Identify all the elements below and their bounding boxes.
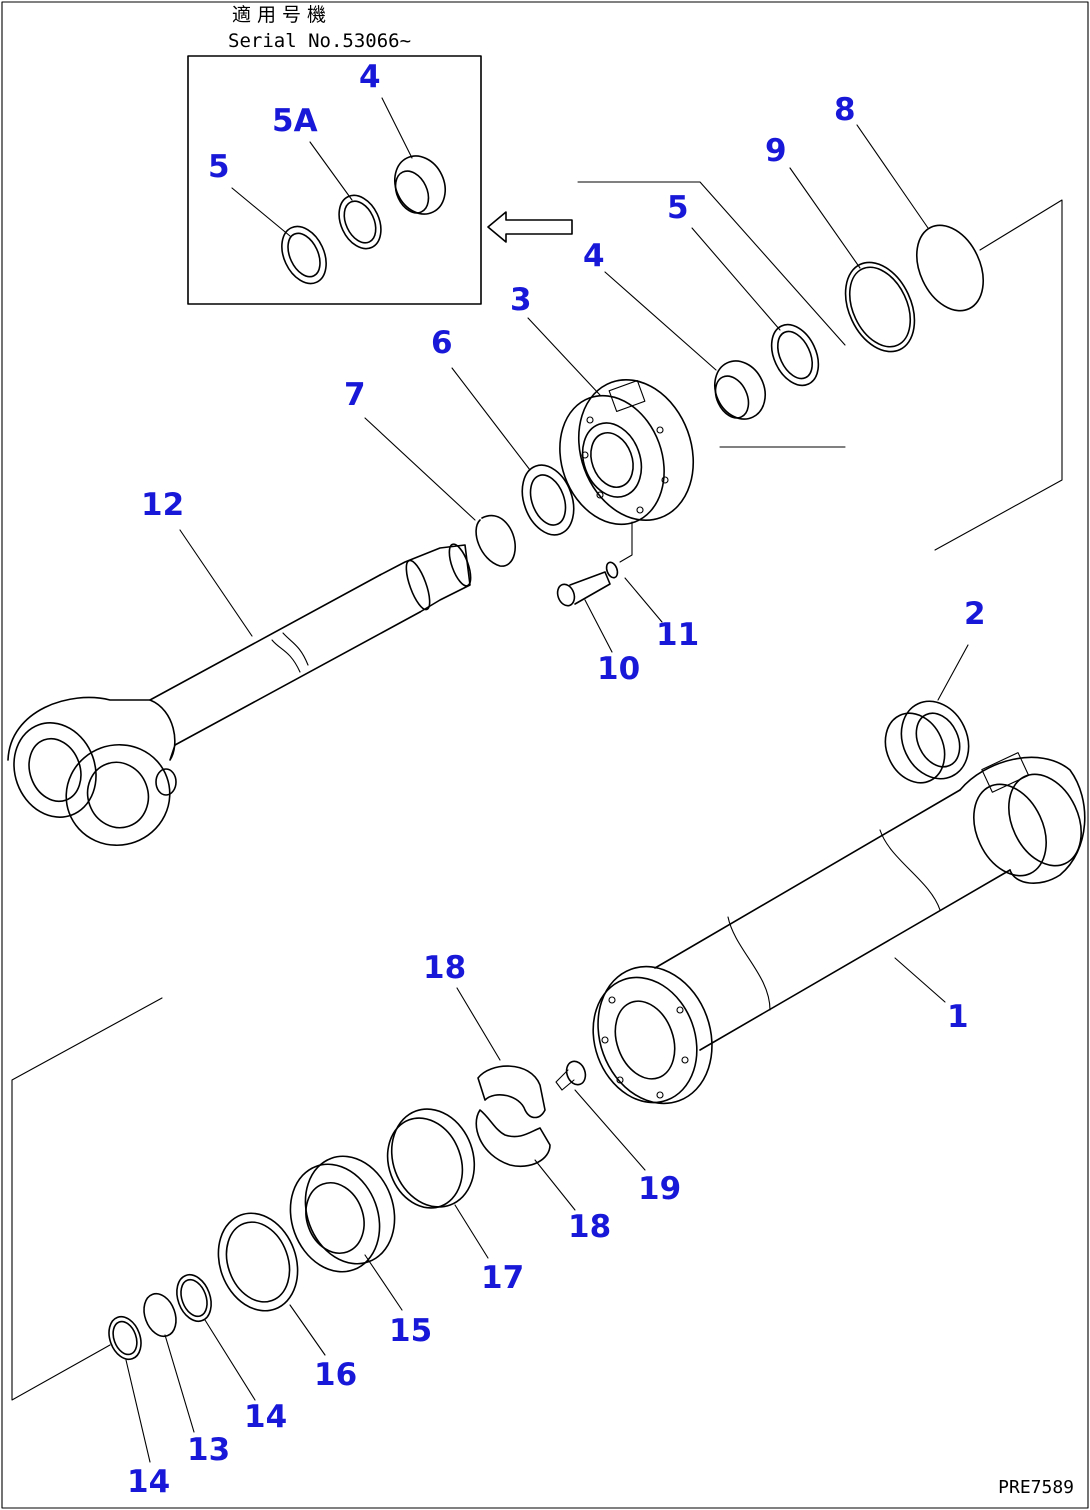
part-11-washer [605, 561, 619, 579]
callout-14-upper: 14 [244, 1399, 288, 1435]
callout-3: 3 [510, 282, 532, 318]
callout-19: 19 [638, 1171, 682, 1207]
inset-part-5a [338, 194, 382, 250]
part-15-piston [289, 1155, 396, 1273]
part-18-upper [477, 1065, 546, 1119]
part-5 [770, 323, 820, 387]
part-12-piston-rod [7, 543, 472, 847]
part-3-cylinder-head [559, 378, 695, 563]
inset-arrow [487, 211, 573, 243]
part-9 [844, 261, 916, 353]
callout-8: 8 [834, 92, 856, 128]
callout-14-lower: 14 [127, 1464, 171, 1500]
callout-6: 6 [431, 325, 453, 361]
callout-5: 5 [667, 190, 689, 226]
callout-12: 12 [141, 487, 185, 523]
part-10-bolt [556, 571, 611, 607]
part-16 [217, 1212, 299, 1312]
serial-number: Serial No.53066~ [228, 30, 412, 52]
callout-17: 17 [481, 1260, 525, 1296]
part-2 [884, 700, 970, 784]
applicable-serial-title: 適用号機 [232, 4, 333, 26]
part-7 [475, 514, 516, 567]
part-19 [555, 1060, 587, 1091]
part-4 [714, 360, 766, 420]
callout-15: 15 [389, 1313, 433, 1349]
upper-bracket [577, 181, 1063, 551]
callout-7: 7 [344, 377, 366, 413]
part-17 [386, 1108, 476, 1209]
callout-18-lower: 18 [568, 1209, 612, 1245]
callout-13: 13 [187, 1432, 231, 1468]
callout-5a-inset: 5A [272, 103, 318, 139]
part-8 [916, 224, 984, 312]
callout-1: 1 [947, 999, 969, 1035]
drawing-code: PRE7589 [998, 1477, 1074, 1498]
part-6 [521, 464, 575, 536]
callout-4-inset: 4 [359, 59, 381, 95]
callout-2: 2 [964, 596, 986, 632]
part-18-lower [475, 1109, 551, 1167]
callout-5-inset: 5 [208, 149, 230, 185]
part-1-cylinder-tube [592, 752, 1086, 1105]
inset-box [187, 55, 482, 305]
callout-10: 10 [597, 651, 641, 687]
part-13 [143, 1292, 177, 1338]
callout-9: 9 [765, 133, 787, 169]
inset-part-4 [394, 155, 446, 215]
callout-18-upper: 18 [423, 950, 467, 986]
part-14-lower [108, 1315, 142, 1361]
callout-4: 4 [583, 238, 605, 274]
leader-lines [125, 97, 969, 1463]
callout-11: 11 [656, 617, 700, 653]
inset-part-5 [281, 225, 327, 285]
part-14-upper [176, 1273, 212, 1323]
lower-bracket [11, 997, 163, 1401]
callout-16: 16 [314, 1357, 358, 1393]
